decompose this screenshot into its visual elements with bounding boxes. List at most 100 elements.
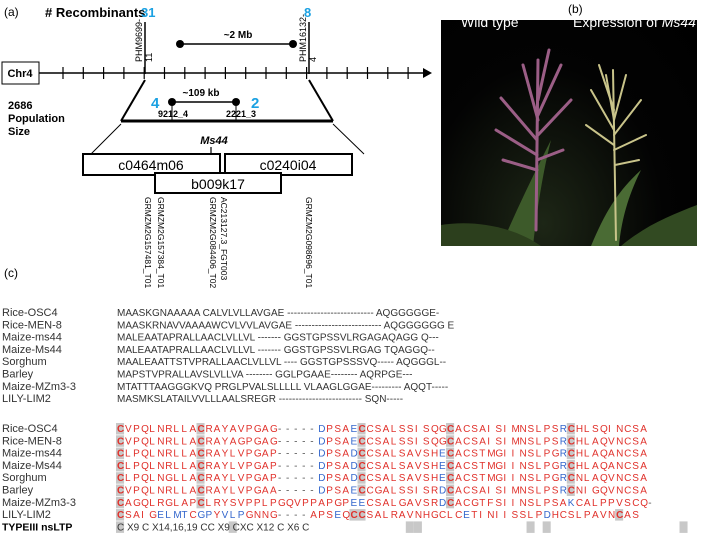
alignment-residue: V [608, 486, 615, 497]
alignment-residue: P [584, 510, 591, 521]
alignment-residue: L [173, 424, 179, 435]
alignment-residue: L [536, 436, 542, 447]
alignment-residue: I [415, 424, 418, 435]
alignment-residue: L [149, 449, 155, 460]
consensus-cysteine-box [228, 521, 237, 533]
alignment-residue: A [584, 498, 591, 509]
conserved-cysteine-box [357, 447, 366, 460]
conserved-cysteine-box [116, 435, 125, 447]
consensus-cysteine-box [542, 521, 551, 533]
alignment-residue: N [520, 424, 527, 435]
alignment-residue: P [246, 473, 253, 484]
alignment-residue: S [520, 510, 527, 521]
alignment-residue: D [544, 510, 551, 521]
alignment-residue: A [189, 473, 196, 484]
marker-left: PHM9699- 11 [134, 16, 154, 62]
alignment-residue: L [391, 461, 397, 472]
alignment-residue: S [528, 461, 535, 472]
alignment-row-name: LILY-LIM2 [2, 393, 51, 405]
consensus-cysteine-box [405, 521, 414, 533]
alignment-residue: L [536, 449, 542, 460]
consensus-cysteine-box [413, 521, 422, 533]
alignment-residue: - [294, 424, 297, 435]
population-line2: Population [8, 113, 65, 125]
consensus-cysteine-box [116, 521, 125, 533]
gene-label: Ms44 [200, 135, 228, 147]
alignment-residue: L [528, 510, 534, 521]
alignment-residue: A [640, 461, 647, 472]
alignment-residue: G [165, 473, 173, 484]
alignment-residue: L [206, 498, 212, 509]
alignment-residue: A [592, 510, 599, 521]
alignment-residue: N [520, 449, 527, 460]
alignment-residue: S [399, 473, 406, 484]
alignment-residue: A [230, 424, 237, 435]
alignment-residue: L [149, 424, 155, 435]
conserved-cysteine-box [196, 459, 205, 472]
alignment-residue: C [568, 436, 575, 447]
alignment-residue: N [616, 473, 623, 484]
alignment-residue: G [165, 498, 173, 509]
alignment-residue: A [383, 498, 390, 509]
alignment-residue: S [423, 473, 430, 484]
alignment-residue: T [479, 498, 485, 509]
alignment-residue: I [511, 498, 514, 509]
alignment-residue: - [302, 473, 305, 484]
alignment-residue: P [133, 461, 140, 472]
alignment-residue: A [214, 461, 221, 472]
alignment-residue: G [495, 473, 503, 484]
alignment-residue: S [367, 510, 374, 521]
alignment-residue: C [632, 498, 639, 509]
alignment-residue: - [302, 424, 305, 435]
alignment-residue: Y [222, 424, 229, 435]
alignment-residue: R [206, 436, 213, 447]
alignment-residue: L [391, 424, 397, 435]
bac-box-3 [154, 172, 282, 194]
alignment-residue: S [423, 436, 430, 447]
alignment-residue: - [302, 436, 305, 447]
alignment-residue: G [254, 473, 262, 484]
alignment-residue: S [568, 510, 575, 521]
alignment-residue: G [149, 510, 157, 521]
alignment-residue: A [608, 461, 615, 472]
alignment-residue: G [495, 449, 503, 460]
alignment-residue: A [181, 498, 188, 509]
conserved-cysteine-box [446, 459, 455, 472]
alignment-residue: E [350, 486, 357, 497]
alignment-residue: V [238, 449, 245, 460]
alignment-residue: S [407, 486, 414, 497]
alignment-residue: M [511, 486, 519, 497]
conserved-cysteine-box [196, 496, 205, 509]
alignment-residue: D [350, 449, 357, 460]
alignment-residue: S [375, 424, 382, 435]
alignment-residue: N [254, 510, 261, 521]
alignment-residue: S [399, 486, 406, 497]
alignment-residue: V [238, 498, 245, 509]
alignment-residue: Q [600, 473, 608, 484]
alignment-residue: F [487, 498, 493, 509]
alignment-residue: C [367, 449, 374, 460]
alignment-residue: A [270, 486, 277, 497]
alignment-residue: L [165, 510, 171, 521]
alignment-residue: A [383, 424, 390, 435]
conserved-cysteine-box [357, 459, 366, 472]
alignment-residue: C [350, 510, 357, 521]
alignment-residue: N [616, 449, 623, 460]
alignment-residue: P [326, 449, 333, 460]
alignment-residue: C [624, 461, 631, 472]
alignment-residue: C [198, 436, 205, 447]
alignment-residue: A [608, 449, 615, 460]
alignment-residue: G [254, 486, 262, 497]
alignment-residue: I [503, 498, 506, 509]
alignment-residue: S [375, 498, 382, 509]
alignment-residue: G [334, 498, 342, 509]
alignment-residue: - [278, 473, 281, 484]
alignment-residue: V [294, 498, 301, 509]
alignment-residue: R [560, 449, 567, 460]
alignment-residue: C [359, 461, 366, 472]
alignment-residue: G [198, 510, 206, 521]
alignment-residue: N [262, 510, 269, 521]
alignment-residue: M [487, 473, 495, 484]
